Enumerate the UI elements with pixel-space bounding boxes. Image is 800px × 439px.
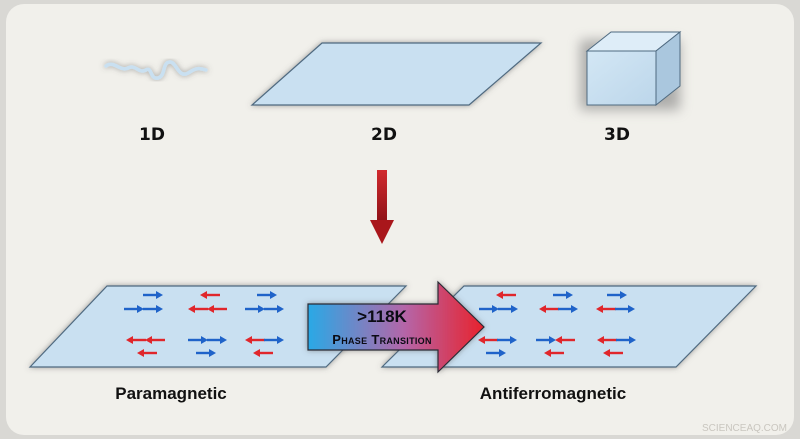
spin-arrow bbox=[544, 349, 564, 357]
two-d-label: 2D bbox=[371, 125, 397, 145]
phase-transition-arrow bbox=[307, 280, 485, 374]
spin-arrow bbox=[196, 349, 216, 357]
spin-arrow bbox=[603, 349, 623, 357]
spin-arrow bbox=[478, 336, 498, 344]
spin-arrow bbox=[137, 349, 157, 357]
spin-arrow bbox=[188, 336, 208, 344]
transition-label: Phase Transition bbox=[332, 332, 432, 347]
three-d-cube bbox=[580, 30, 682, 110]
down-arrow bbox=[370, 170, 394, 244]
spin-arrow bbox=[253, 349, 273, 357]
spin-arrow bbox=[245, 305, 265, 313]
spin-arrow bbox=[257, 291, 277, 299]
spin-arrow bbox=[124, 305, 144, 313]
spin-arrow bbox=[496, 291, 516, 299]
spin-arrow bbox=[245, 336, 265, 344]
spin-arrow bbox=[143, 305, 163, 313]
spin-arrow bbox=[555, 336, 575, 344]
spin-arrow bbox=[498, 305, 518, 313]
spin-arrow bbox=[479, 305, 499, 313]
spin-arrow bbox=[553, 291, 573, 299]
spin-arrow bbox=[207, 336, 227, 344]
spin-arrow bbox=[597, 336, 617, 344]
antiferromagnetic-spins bbox=[478, 291, 636, 357]
two-d-sheet bbox=[250, 42, 543, 106]
spin-arrow bbox=[145, 336, 165, 344]
one-d-wire bbox=[104, 60, 208, 80]
spin-arrow bbox=[200, 291, 220, 299]
spin-arrow bbox=[536, 336, 556, 344]
spin-arrow bbox=[188, 305, 208, 313]
spin-arrow bbox=[616, 336, 636, 344]
spin-arrow bbox=[596, 305, 616, 313]
spin-arrow bbox=[558, 305, 578, 313]
spin-arrow bbox=[126, 336, 146, 344]
spin-arrow bbox=[207, 305, 227, 313]
spin-arrow bbox=[607, 291, 627, 299]
one-d-label: 1D bbox=[139, 125, 165, 145]
transition-temperature: >118K bbox=[357, 307, 407, 326]
three-d-label: 3D bbox=[604, 125, 630, 145]
spin-arrow bbox=[615, 305, 635, 313]
spin-arrow bbox=[539, 305, 559, 313]
spin-arrow bbox=[497, 336, 517, 344]
spin-arrow bbox=[486, 349, 506, 357]
spin-arrow bbox=[264, 336, 284, 344]
spin-arrow bbox=[264, 305, 284, 313]
watermark: SCIENCEAQ.COM bbox=[702, 423, 787, 434]
paramagnetic-label: Paramagnetic bbox=[115, 384, 227, 403]
paramagnetic-spins bbox=[124, 291, 284, 357]
antiferromagnetic-label: Antiferromagnetic bbox=[480, 384, 626, 403]
spin-arrow bbox=[143, 291, 163, 299]
